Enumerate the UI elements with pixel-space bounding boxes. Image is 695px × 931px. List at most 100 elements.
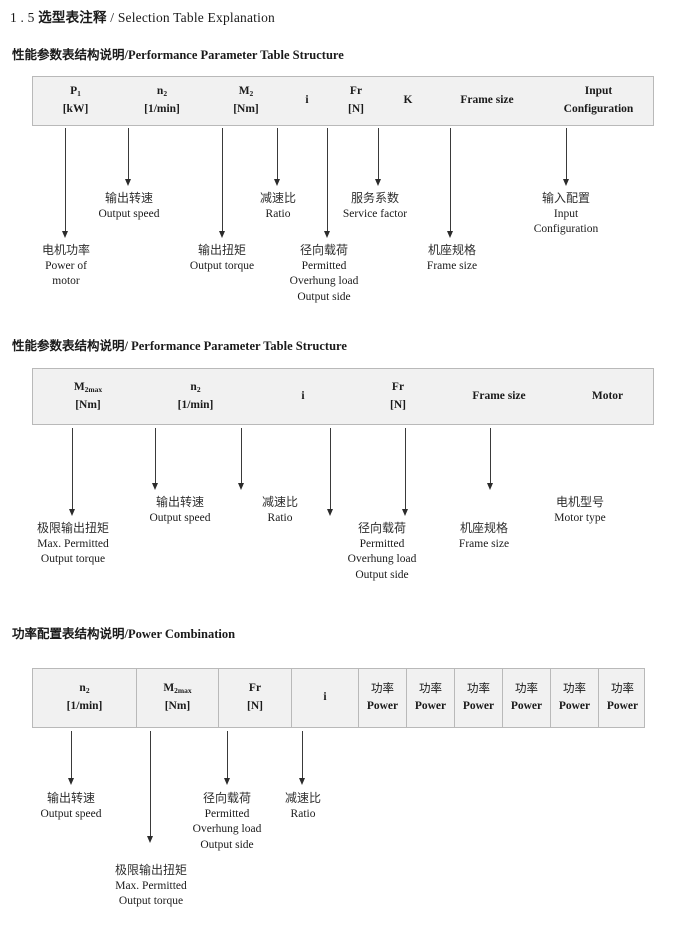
arrow-to-max-permitted-output-torque-3 [146, 731, 155, 843]
annotation-max-torque-2-en1: Max. Permitted [37, 537, 109, 550]
annotation-ratio-en1: Ratio [265, 207, 291, 220]
annotation-max-torque-3-en2: Output torque [118, 895, 184, 908]
annotation-frame-size-2: 机座规格 Frame size [459, 520, 509, 552]
table1-col-m2: M2 [Nm] [206, 77, 286, 125]
annotation-input-configuration-cn: 输入配置 [541, 191, 590, 205]
table1-col-m2-symbol: M [238, 85, 250, 98]
table2-col-i-symbol: i [301, 389, 305, 402]
arrow-to-input-configuration [562, 128, 571, 186]
table3-col-power-2: 功率 Power [406, 669, 454, 727]
annotation-output-speed-3-en1: Output speed [40, 807, 102, 820]
section-heading-3-cn: 功率配置表结构说明 [12, 626, 125, 641]
annotation-frame-size-cn: 机座规格 [427, 243, 477, 257]
table1-col-p1-unit: [kW] [62, 103, 89, 115]
annotation-ratio-2-en1: Ratio [267, 511, 293, 524]
table1-col-m2-unit: [Nm] [233, 103, 259, 115]
table1-col-k-symbol: K [403, 94, 413, 107]
annotation-input-configuration-en2: Configuration [533, 223, 599, 236]
annotation-output-torque-en1: Output torque [189, 259, 255, 272]
section-heading-2-cn: 性能参数表结构说明 [12, 338, 125, 353]
annotation-output-speed-2-cn: 输出转速 [155, 495, 205, 509]
table2-col-motor: Motor [560, 369, 655, 424]
table2-col-n2: n2 [1/min] [143, 369, 248, 424]
table3-col-m2max-unit: [Nm] [164, 700, 191, 712]
table1-col-fr-symbol: Fr [349, 85, 363, 98]
annotation-ratio-2: 减速比 Ratio [262, 494, 298, 526]
table3-col-power-4-cn: 功率 [515, 681, 538, 696]
annotation-output-speed-cn: 输出转速 [104, 191, 154, 205]
table3-col-power-5-en: Power [558, 700, 591, 712]
section-heading-3-en: Power Combination [128, 627, 236, 641]
table2-col-frame-size-label: Frame size [472, 389, 526, 402]
table1-col-p1-sub: 1 [77, 89, 81, 99]
annotation-overhung-load-en3: Output side [297, 291, 351, 304]
page-title-separator: / [110, 10, 115, 25]
table1-col-n2-sub: 2 [163, 89, 168, 99]
table3-col-n2: n2 [1/min] [33, 669, 136, 727]
table3-col-fr-unit: [N] [247, 700, 263, 712]
annotation-overhung-load-3-en1: Permitted [204, 807, 250, 820]
table3-col-power-1-cn: 功率 [371, 681, 394, 696]
arrow-to-output-speed [124, 128, 133, 186]
annotation-motor-type-2: 电机型号 Motor type [554, 494, 605, 526]
section-heading-2: 性能参数表结构说明/ Performance Parameter Table S… [12, 335, 347, 354]
annotation-ratio-2-cn: 减速比 [261, 495, 299, 509]
table1-col-input-label: Input [584, 85, 613, 98]
table3-col-n2-symbol: n [79, 682, 86, 695]
table1-col-n2-unit: [1/min] [144, 103, 180, 115]
table2-col-fr-symbol: Fr [391, 380, 405, 393]
annotation-ratio-3: 减速比 Ratio [285, 790, 321, 822]
annotation-overhung-load-2: 径向载荷 Permitted Overhung load Output side [348, 520, 417, 584]
performance-parameter-table-1: P1 [kW] n2 [1/min] M2 [Nm] i Fr [N] K Fr… [32, 76, 654, 126]
table1-col-k: K [384, 77, 432, 125]
table3-col-power-6-cn: 功率 [611, 681, 634, 696]
annotation-output-speed-en1: Output speed [98, 207, 160, 220]
annotation-input-configuration: 输入配置 Input Configuration [534, 190, 599, 238]
section-heading-1: 性能参数表结构说明/Performance Parameter Table St… [12, 44, 344, 63]
annotation-max-torque-2-en2: Output torque [40, 553, 106, 566]
table2-col-fr: Fr [N] [358, 369, 438, 424]
annotation-frame-size-en1: Frame size [426, 259, 478, 272]
table2-col-n2-symbol: n [190, 380, 197, 393]
section-heading-2-en: Performance Parameter Table Structure [131, 339, 347, 353]
performance-parameter-table-2: M2max [Nm] n2 [1/min] i Fr [N] Frame siz… [32, 368, 654, 425]
table1-col-n2: n2 [1/min] [118, 77, 206, 125]
annotation-output-speed-3: 输出转速 Output speed [40, 790, 101, 822]
annotation-power-of-motor: 电机功率 Power of motor [42, 242, 90, 290]
annotation-overhung-load-en1: Permitted [301, 259, 347, 272]
table1-col-p1: P1 [kW] [33, 77, 118, 125]
table3-col-power-3: 功率 Power [454, 669, 502, 727]
table3-col-n2-unit: [1/min] [66, 700, 103, 712]
table2-col-m2max-unit: [Nm] [75, 398, 101, 411]
table3-col-i: i [291, 669, 358, 727]
annotation-overhung-load-3-en2: Overhung load [192, 823, 262, 836]
annotation-output-speed-2: 输出转速 Output speed [149, 494, 210, 526]
annotation-ratio-3-en1: Ratio [290, 807, 316, 820]
annotation-frame-size-2-cn: 机座规格 [459, 521, 509, 535]
table1-col-input-configuration: Input Configuration [542, 77, 655, 125]
table3-col-m2max-symbol: M [163, 682, 175, 695]
arrow-to-output-torque [218, 128, 227, 238]
page-title-number: 1 . 5 [10, 10, 35, 25]
table1-col-frame-size-label: Frame size [460, 94, 514, 107]
annotation-frame-size-2-en1: Frame size [458, 537, 510, 550]
table1-col-p1-symbol: P [70, 85, 78, 98]
table3-col-power-1-en: Power [366, 700, 399, 712]
annotation-overhung-load-en2: Overhung load [289, 275, 359, 288]
annotation-output-speed-2-en1: Output speed [149, 511, 211, 524]
table2-col-n2-unit: [1/min] [177, 398, 214, 411]
annotation-output-speed-3-cn: 输出转速 [46, 791, 96, 805]
arrow-to-power-of-motor [61, 128, 70, 238]
table3-col-power-4: 功率 Power [502, 669, 550, 727]
annotation-ratio: 减速比 Ratio [260, 190, 296, 222]
arrow-to-motor-type-2 [486, 428, 495, 490]
annotation-max-torque-3-cn: 极限输出扭矩 [114, 863, 188, 877]
table3-col-power-5-cn: 功率 [563, 681, 586, 696]
annotation-overhung-load-3: 径向载荷 Permitted Overhung load Output side [193, 790, 262, 854]
table3-col-power-3-en: Power [462, 700, 495, 712]
annotation-overhung-load-3-cn: 径向载荷 [202, 791, 252, 805]
annotation-overhung-load-2-cn: 径向载荷 [357, 521, 407, 535]
arrow-to-overhung-load-3 [223, 731, 232, 785]
arrow-to-output-speed-3 [67, 731, 76, 785]
annotation-power-of-motor-en2: motor [52, 275, 80, 288]
